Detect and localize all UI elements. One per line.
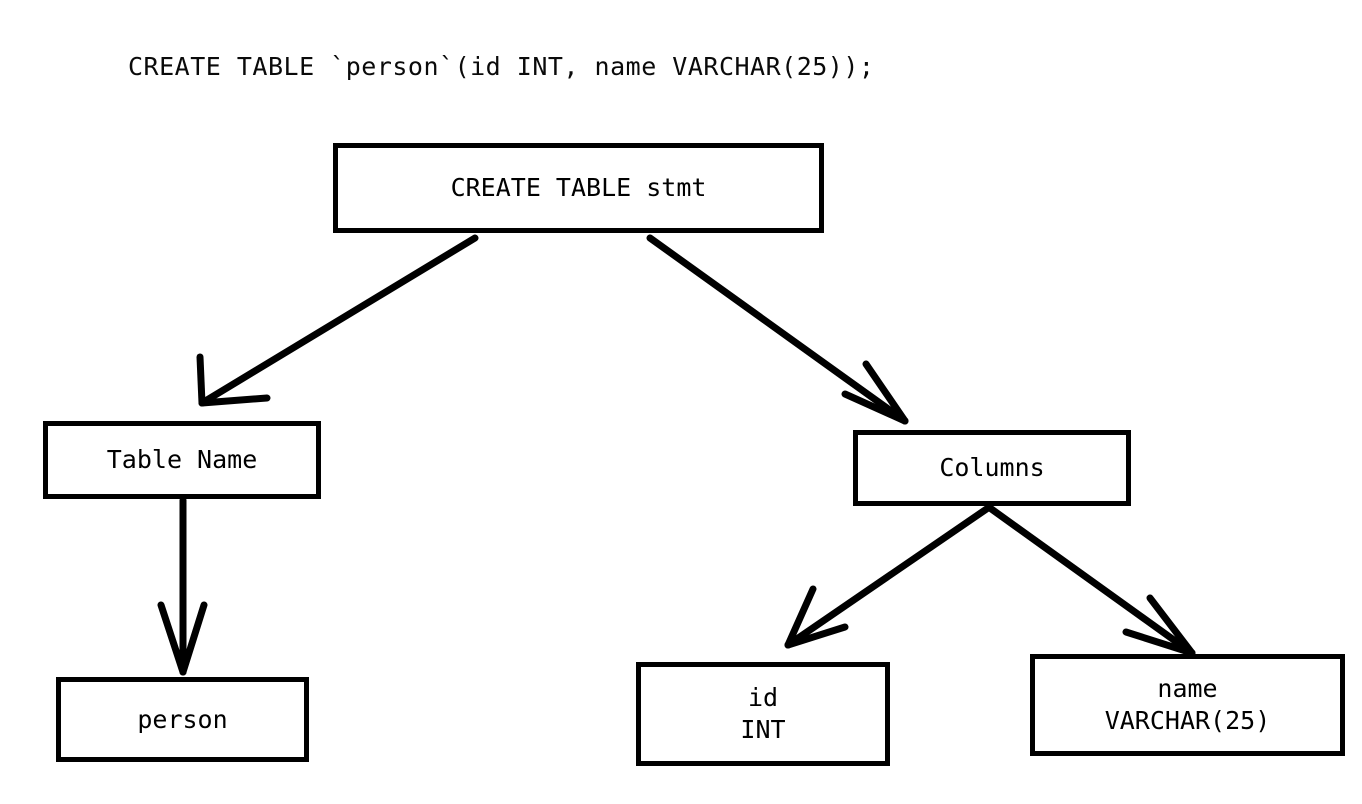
node-column-name[interactable]: name VARCHAR(25) — [1030, 654, 1345, 756]
node-table-name[interactable]: Table Name — [43, 421, 321, 499]
edge-root-to-table-name — [196, 234, 479, 407]
edge-columns-to-col-name — [986, 504, 1196, 657]
node-label-type: INT — [740, 715, 786, 744]
edge-root-to-columns — [646, 234, 909, 425]
node-create-table-stmt[interactable]: CREATE TABLE stmt — [333, 143, 824, 233]
edge-columns-to-col-id — [784, 504, 992, 649]
node-label: Table Name — [106, 445, 258, 474]
node-label: name — [1157, 674, 1218, 703]
node-label: id — [747, 683, 779, 712]
node-column-id[interactable]: id INT — [636, 662, 890, 766]
node-label: person — [137, 704, 228, 734]
node-label: Columns — [939, 453, 1045, 482]
node-person[interactable]: person — [56, 677, 309, 762]
edge-table-name-to-person — [157, 496, 208, 676]
node-label-type: VARCHAR(25) — [1104, 706, 1271, 735]
node-label: CREATE TABLE stmt — [450, 173, 707, 202]
node-columns[interactable]: Columns — [853, 430, 1131, 506]
sql-statement-caption: CREATE TABLE `person`(id INT, name VARCH… — [128, 52, 875, 81]
